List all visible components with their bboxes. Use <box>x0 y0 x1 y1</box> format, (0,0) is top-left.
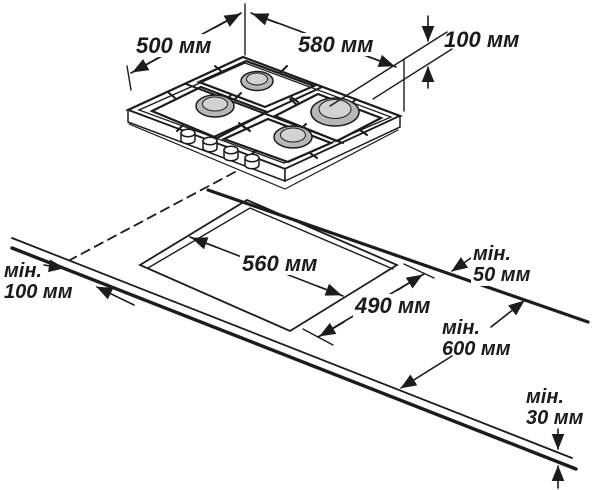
burner-left <box>195 94 235 118</box>
projection-dashed-line <box>69 171 236 261</box>
clearance-side-100-arrows <box>43 259 135 306</box>
dim-label-clearance-side: мін. 100 мм <box>2 261 75 303</box>
clearance-back-min-prefix: мін. <box>473 243 511 265</box>
worktop-depth-600-arrows <box>400 300 525 389</box>
worktop-front-edge-lines <box>10 237 578 471</box>
cutout-outline <box>138 198 399 333</box>
clearance-below-min-prefix: мін. <box>526 386 564 408</box>
dim-label-hob-side-offset: 100 мм <box>444 27 520 52</box>
worktop-back-edge-line <box>206 188 590 324</box>
hob-drawing <box>125 55 403 190</box>
hob-control-knobs <box>180 128 260 170</box>
hob-grates <box>149 59 384 164</box>
worktop-depth-min-prefix: мін. <box>442 317 480 339</box>
burner-back <box>240 70 274 92</box>
dimension-hob-side-offset-100 <box>329 15 453 112</box>
dim-label-cutout-width: 560 мм <box>240 251 320 276</box>
clearance-back-value: 50 мм <box>473 264 531 286</box>
clearance-back-50-arrow <box>451 257 472 272</box>
dim-label-hob-width: 580 мм <box>296 32 376 57</box>
clearance-below-value: 30 мм <box>526 407 584 429</box>
dim-label-cutout-depth: 490 мм <box>353 293 433 318</box>
dim-label-hob-depth: 500 мм <box>134 33 214 58</box>
clearance-side-value: 100 мм <box>4 281 73 303</box>
worktop-depth-value: 600 мм <box>442 338 511 360</box>
hob-burners <box>195 70 360 149</box>
clearance-side-min-prefix: мін. <box>4 260 42 282</box>
dim-label-worktop-depth: мін. 600 мм <box>440 318 513 360</box>
burner-front <box>273 125 313 149</box>
dim-label-clearance-below: мін. 30 мм <box>524 387 585 429</box>
dim-label-clearance-back: мін. 50 мм <box>471 243 533 286</box>
burner-right-large <box>310 97 360 127</box>
